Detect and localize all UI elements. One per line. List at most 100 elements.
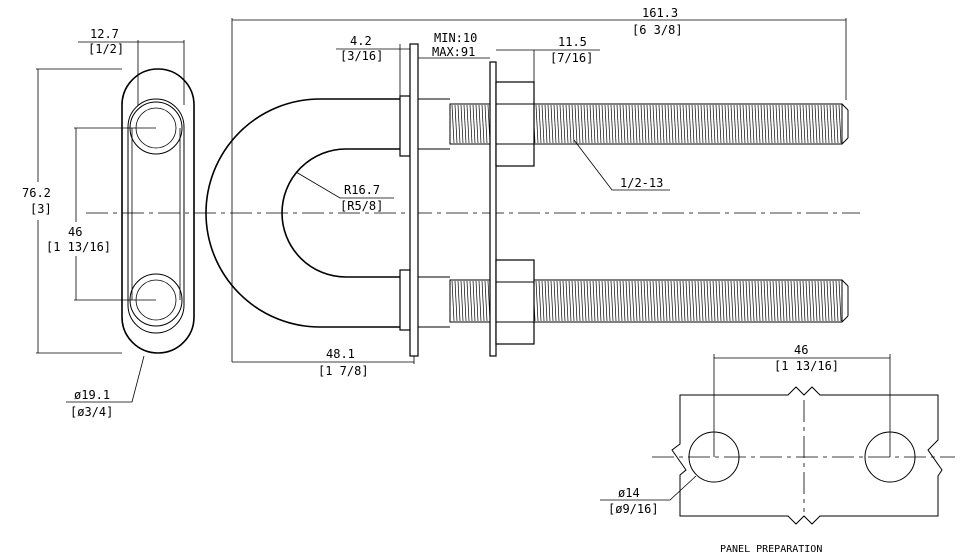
thread-line xyxy=(580,280,584,322)
thread-line xyxy=(793,104,797,144)
panel-outline xyxy=(671,386,943,525)
dim-width-top-in: [1/2] xyxy=(88,42,124,56)
thread-line xyxy=(610,280,614,322)
thread-line xyxy=(619,104,623,144)
thread-line xyxy=(790,104,794,144)
thread-line xyxy=(775,280,779,322)
thread-line xyxy=(700,104,704,144)
end-view: 12.7 [1/2] 76.2 [3] 46 [1 13/16] ø19.1 [… xyxy=(22,27,195,419)
thread-line xyxy=(601,104,605,144)
thread-line xyxy=(691,104,695,144)
thread-line xyxy=(553,280,557,322)
thread-line xyxy=(616,280,620,322)
thread-line xyxy=(697,280,701,322)
nut-top xyxy=(495,81,535,167)
dim-bend-depth: 48.1 xyxy=(326,347,355,361)
thread-line xyxy=(604,280,608,322)
thread-line xyxy=(547,280,551,322)
thread-line xyxy=(733,280,737,322)
thread-line xyxy=(811,280,815,322)
thread-line xyxy=(592,280,596,322)
dim-hole-dia: ø14 xyxy=(618,486,640,500)
thread-line xyxy=(703,104,707,144)
thread-line xyxy=(658,280,662,322)
thread-line xyxy=(724,280,728,322)
dim-washer-thk: 4.2 xyxy=(350,34,372,48)
thread-line xyxy=(742,280,746,322)
thread-line xyxy=(673,280,677,322)
thread-line xyxy=(565,280,569,322)
thread-line xyxy=(805,104,809,144)
thread-line xyxy=(616,104,620,144)
thread-line xyxy=(808,280,812,322)
thread-line xyxy=(640,280,644,322)
thread-line xyxy=(667,280,671,322)
thread-line xyxy=(778,104,782,144)
thread-line xyxy=(694,104,698,144)
thread-line xyxy=(700,280,704,322)
thread-line xyxy=(796,280,800,322)
thread-line xyxy=(772,280,776,322)
thread-line xyxy=(637,104,641,144)
thread-line xyxy=(766,104,770,144)
thread-line xyxy=(451,280,455,322)
thread-line xyxy=(472,280,476,322)
thread-line xyxy=(601,280,605,322)
thread-line xyxy=(688,280,692,322)
thread-line xyxy=(715,280,719,322)
thread-line xyxy=(802,104,806,144)
thread-line xyxy=(679,104,683,144)
thread-line xyxy=(568,104,572,144)
thread-line xyxy=(712,104,716,144)
thread-line xyxy=(481,280,485,322)
thread-line xyxy=(457,104,461,144)
dim-height-total-in: [3] xyxy=(30,202,52,216)
thread-line xyxy=(694,280,698,322)
thread-line xyxy=(712,280,716,322)
thread-line xyxy=(475,104,479,144)
thread-line xyxy=(622,104,626,144)
thread-line xyxy=(748,280,752,322)
thread-line xyxy=(544,280,548,322)
thread-line xyxy=(706,280,710,322)
thread-line xyxy=(586,104,590,144)
thread-line xyxy=(466,280,470,322)
dim-length-total-in: [6 3/8] xyxy=(632,23,683,37)
thread-line xyxy=(688,104,692,144)
dim-width-top: 12.7 xyxy=(90,27,119,41)
dim-bend-radius: R16.7 xyxy=(344,183,380,197)
thread-line xyxy=(811,104,815,144)
thread-line xyxy=(661,104,665,144)
thread-line xyxy=(760,280,764,322)
thread-line xyxy=(817,104,821,144)
thread-line xyxy=(619,280,623,322)
thread-line xyxy=(697,104,701,144)
thread-line xyxy=(583,280,587,322)
thread-line xyxy=(580,104,584,144)
thread-line xyxy=(673,104,677,144)
panel-caption: PANEL PREPARATION xyxy=(720,544,822,555)
thread-line xyxy=(646,104,650,144)
thread-line xyxy=(469,280,473,322)
thread-line xyxy=(472,104,476,144)
thread-line xyxy=(649,104,653,144)
thread-line xyxy=(538,104,542,144)
thread-line xyxy=(535,280,539,322)
thread-line xyxy=(664,280,668,322)
thread-line xyxy=(463,280,467,322)
thread-line xyxy=(691,280,695,322)
thread-line xyxy=(622,280,626,322)
thread-line xyxy=(826,280,830,322)
thread-line xyxy=(670,280,674,322)
dim-washer-thk-in: [3/16] xyxy=(340,49,383,63)
thread-line xyxy=(751,104,755,144)
thread-line xyxy=(739,104,743,144)
thread-line xyxy=(772,104,776,144)
thread-line xyxy=(682,280,686,322)
thread-line xyxy=(703,280,707,322)
thread-line xyxy=(670,104,674,144)
dim-bend-depth-in: [1 7/8] xyxy=(318,364,369,378)
thread-line xyxy=(757,280,761,322)
thread-line xyxy=(559,104,563,144)
